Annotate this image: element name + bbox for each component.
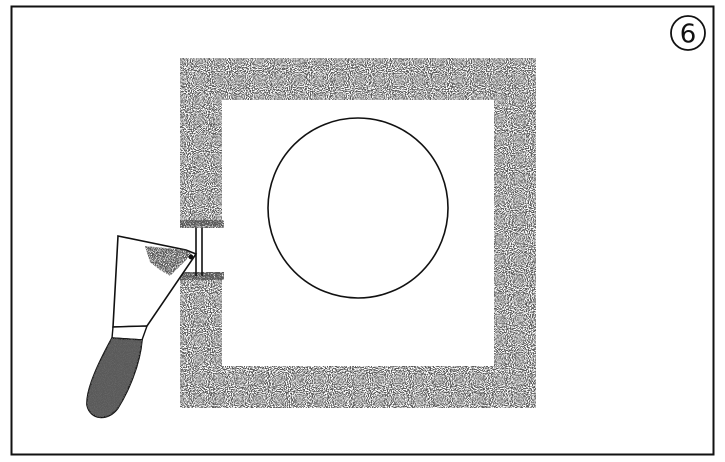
putty-knife-icon: [86, 228, 203, 419]
step-number: 6: [680, 20, 697, 50]
drywall-hole-circle: [267, 117, 449, 299]
blade-compound: [145, 246, 192, 276]
step-badge: 6: [670, 15, 706, 51]
figure-border: [10, 5, 715, 456]
step-badge-circle: [670, 15, 706, 51]
knife-rivet: [188, 254, 194, 260]
